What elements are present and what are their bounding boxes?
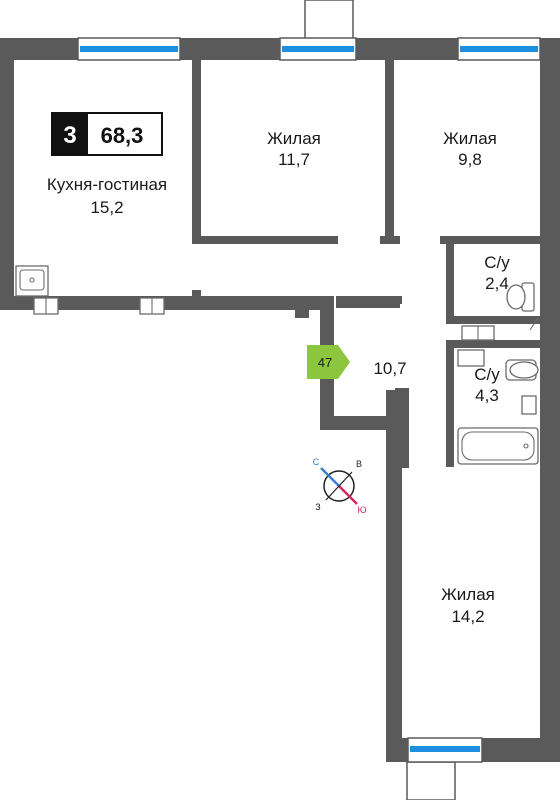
radiator-kitchen-1-icon [33,297,59,315]
room-bath-large-name: С/у [474,365,500,384]
room-bath-small-name: С/у [484,253,510,272]
room-living-3-name: Жилая [441,585,495,604]
entrance-tag: 47 [307,345,350,379]
apartment-badge: 3 68,3 [51,112,163,156]
radiator-kitchen-2-icon [139,297,165,315]
window-kitchen [77,37,181,61]
room-living-1-name: Жилая [267,129,321,148]
window-living-3 [407,737,483,763]
room-hallway-area: 10,7 [373,359,406,378]
washing-machine-icon [457,349,485,367]
door-swing-bath [529,317,539,331]
room-bath-large-area: 4,3 [475,386,499,405]
toilet-large-bath-icon [505,359,539,381]
bathtub-icon [457,427,539,465]
entrance-tag-label: 47 [318,355,332,370]
window-living-2 [457,37,541,61]
compass-icon: С В Ю З [313,457,367,515]
room-living-2-area: 9,8 [458,150,482,169]
room-bath-small-area: 2,4 [485,274,509,293]
compass-south: Ю [357,505,366,515]
room-living-2-name: Жилая [443,129,497,148]
window-living-1 [279,37,357,61]
room-living-1-area: 11,7 [278,150,310,169]
room-living-3-area: 14,2 [451,607,484,626]
toilet-small-bath-icon [506,282,535,312]
apartment-rooms-count: 3 [63,122,76,149]
balcony-top [304,0,354,41]
sink-large-bath-icon [521,395,537,415]
room-kitchen-name: Кухня-гостиная [47,175,167,194]
compass-west: З [315,502,320,512]
compass-east: В [356,459,362,469]
compass-north: С [313,457,320,467]
interior-walls [192,60,540,468]
room-kitchen-area: 15,2 [90,198,123,217]
sink-small-bath-icon [461,325,495,341]
apartment-total-area: 68,3 [101,123,144,148]
kitchen-sink-icon [15,265,49,297]
balcony-bottom [406,761,456,800]
